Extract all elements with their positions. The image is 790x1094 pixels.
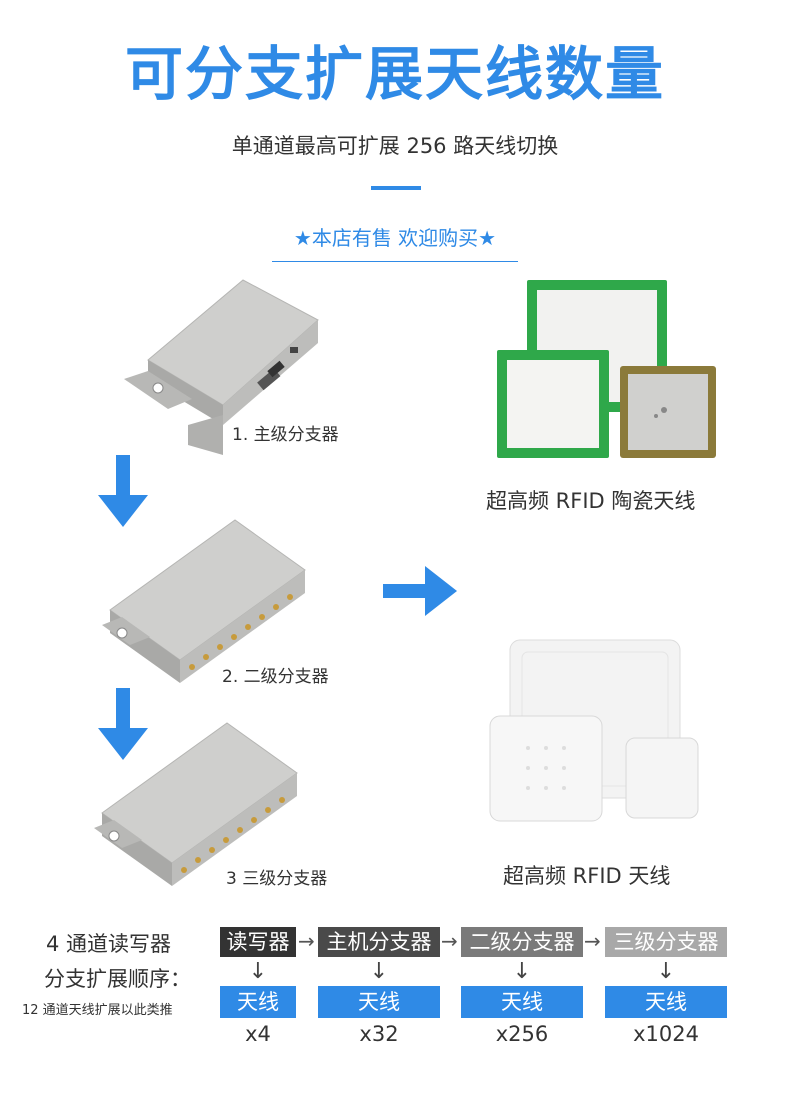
ceramic-antenna-caption: 超高频 RFID 陶瓷天线 [486, 489, 696, 513]
shop-note: ★本店有售 欢迎购买★ [272, 222, 518, 262]
antenna-box: 天线 [605, 986, 727, 1018]
antenna-box: 天线 [318, 986, 440, 1018]
sequence-note: 12 通道天线扩展以此类推 [22, 1003, 173, 1018]
page-subtitle: 单通道最高可扩展 256 路天线切换 [231, 134, 559, 158]
plastic-antenna-caption: 超高频 RFID 天线 [503, 864, 671, 888]
down-arrow-icon: ↓ [512, 959, 532, 984]
antenna-count: x32 [359, 1022, 399, 1046]
secondary-splitter-label: 2. 二级分支器 [222, 667, 329, 687]
arrow-down-icon [98, 455, 148, 527]
ceramic-antenna-image [497, 280, 716, 458]
antenna-count: x1024 [633, 1022, 699, 1046]
chain-arrow-icon: → [298, 929, 315, 953]
antenna-count: x4 [245, 1022, 271, 1046]
stage-third-splitter: 三级分支器 [605, 927, 727, 957]
stage-second-splitter: 二级分支器 [461, 927, 583, 957]
plastic-antenna-image [489, 639, 699, 822]
chain-arrow-icon: → [584, 929, 601, 953]
sequence-label-line1: 4 通道读写器 [46, 932, 172, 956]
antenna-box: 天线 [461, 986, 583, 1018]
down-arrow-icon: ↓ [656, 959, 676, 984]
title-divider [371, 186, 421, 190]
down-arrow-icon: ↓ [248, 959, 268, 984]
tertiary-splitter-image [94, 722, 298, 886]
stage-main-splitter: 主机分支器 [318, 927, 440, 957]
arrow-right-icon [383, 566, 457, 616]
primary-splitter-image [124, 279, 319, 455]
stage-reader: 读写器 [220, 927, 296, 957]
page-title: 可分支扩展天线数量 [124, 40, 665, 108]
arrow-down-icon [98, 688, 148, 760]
sequence-label-line2: 分支扩展顺序： [44, 967, 191, 991]
down-arrow-icon: ↓ [369, 959, 389, 984]
antenna-box: 天线 [220, 986, 296, 1018]
antenna-count: x256 [495, 1022, 549, 1046]
tertiary-splitter-label: 3 三级分支器 [226, 869, 328, 889]
chain-arrow-icon: → [441, 929, 458, 953]
primary-splitter-label: 1. 主级分支器 [232, 425, 339, 445]
secondary-splitter-image [102, 519, 306, 683]
